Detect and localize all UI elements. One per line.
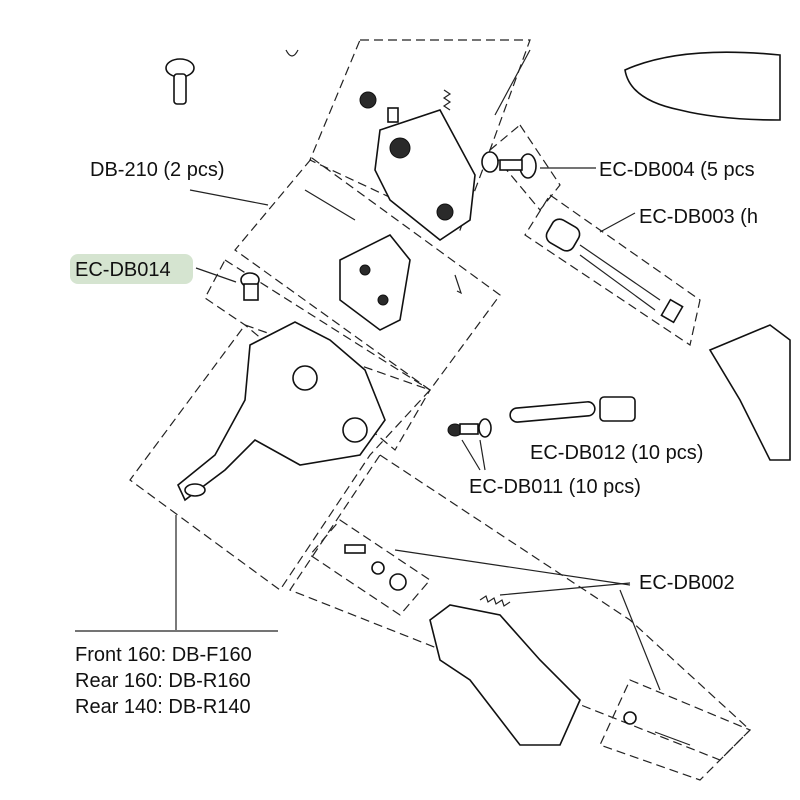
- lever-clamp-part: [708, 324, 791, 461]
- label-rear160[interactable]: Rear 160: DB-R160: [75, 670, 251, 692]
- ecdb002-part: [344, 544, 511, 607]
- caliper-body-part: [177, 321, 386, 502]
- ecdb002-box: [309, 519, 431, 616]
- lever-blade-part: [429, 604, 581, 746]
- lever-lower-box: [599, 679, 752, 781]
- ecdb014-part: [240, 272, 260, 301]
- olive-tube-part: [509, 401, 596, 423]
- caliper-housing-part: [359, 89, 476, 241]
- label-ecdb002[interactable]: EC-DB002: [639, 572, 735, 594]
- ecdb004-part: [481, 151, 537, 179]
- caliper-housing-box: [309, 39, 531, 231]
- hose-part: [545, 218, 684, 324]
- label-highlight: [70, 254, 193, 284]
- screw-icon: [165, 58, 195, 105]
- ecdb003-box: [524, 194, 701, 346]
- lever-box: [289, 454, 751, 761]
- label-ecdb014[interactable]: EC-DB014: [75, 259, 171, 281]
- ecdb011-part: [447, 418, 492, 438]
- label-rear140[interactable]: Rear 140: DB-R140: [75, 696, 251, 718]
- lever-body-part: [624, 51, 781, 121]
- label-ecdb011[interactable]: EC-DB011 (10 pcs): [469, 476, 641, 498]
- caliper-box: [129, 324, 432, 591]
- label-db210[interactable]: DB-210 (2 pcs): [90, 159, 225, 181]
- label-ecdb004[interactable]: EC-DB004 (5 pcs: [599, 159, 755, 181]
- ecdb012-part: [599, 396, 636, 422]
- label-front160[interactable]: Front 160: DB-F160: [75, 644, 252, 666]
- label-ecdb003[interactable]: EC-DB003 (h: [639, 206, 758, 228]
- brake-pad-part: [339, 233, 463, 331]
- label-ecdb012[interactable]: EC-DB012 (10 pcs): [530, 442, 703, 464]
